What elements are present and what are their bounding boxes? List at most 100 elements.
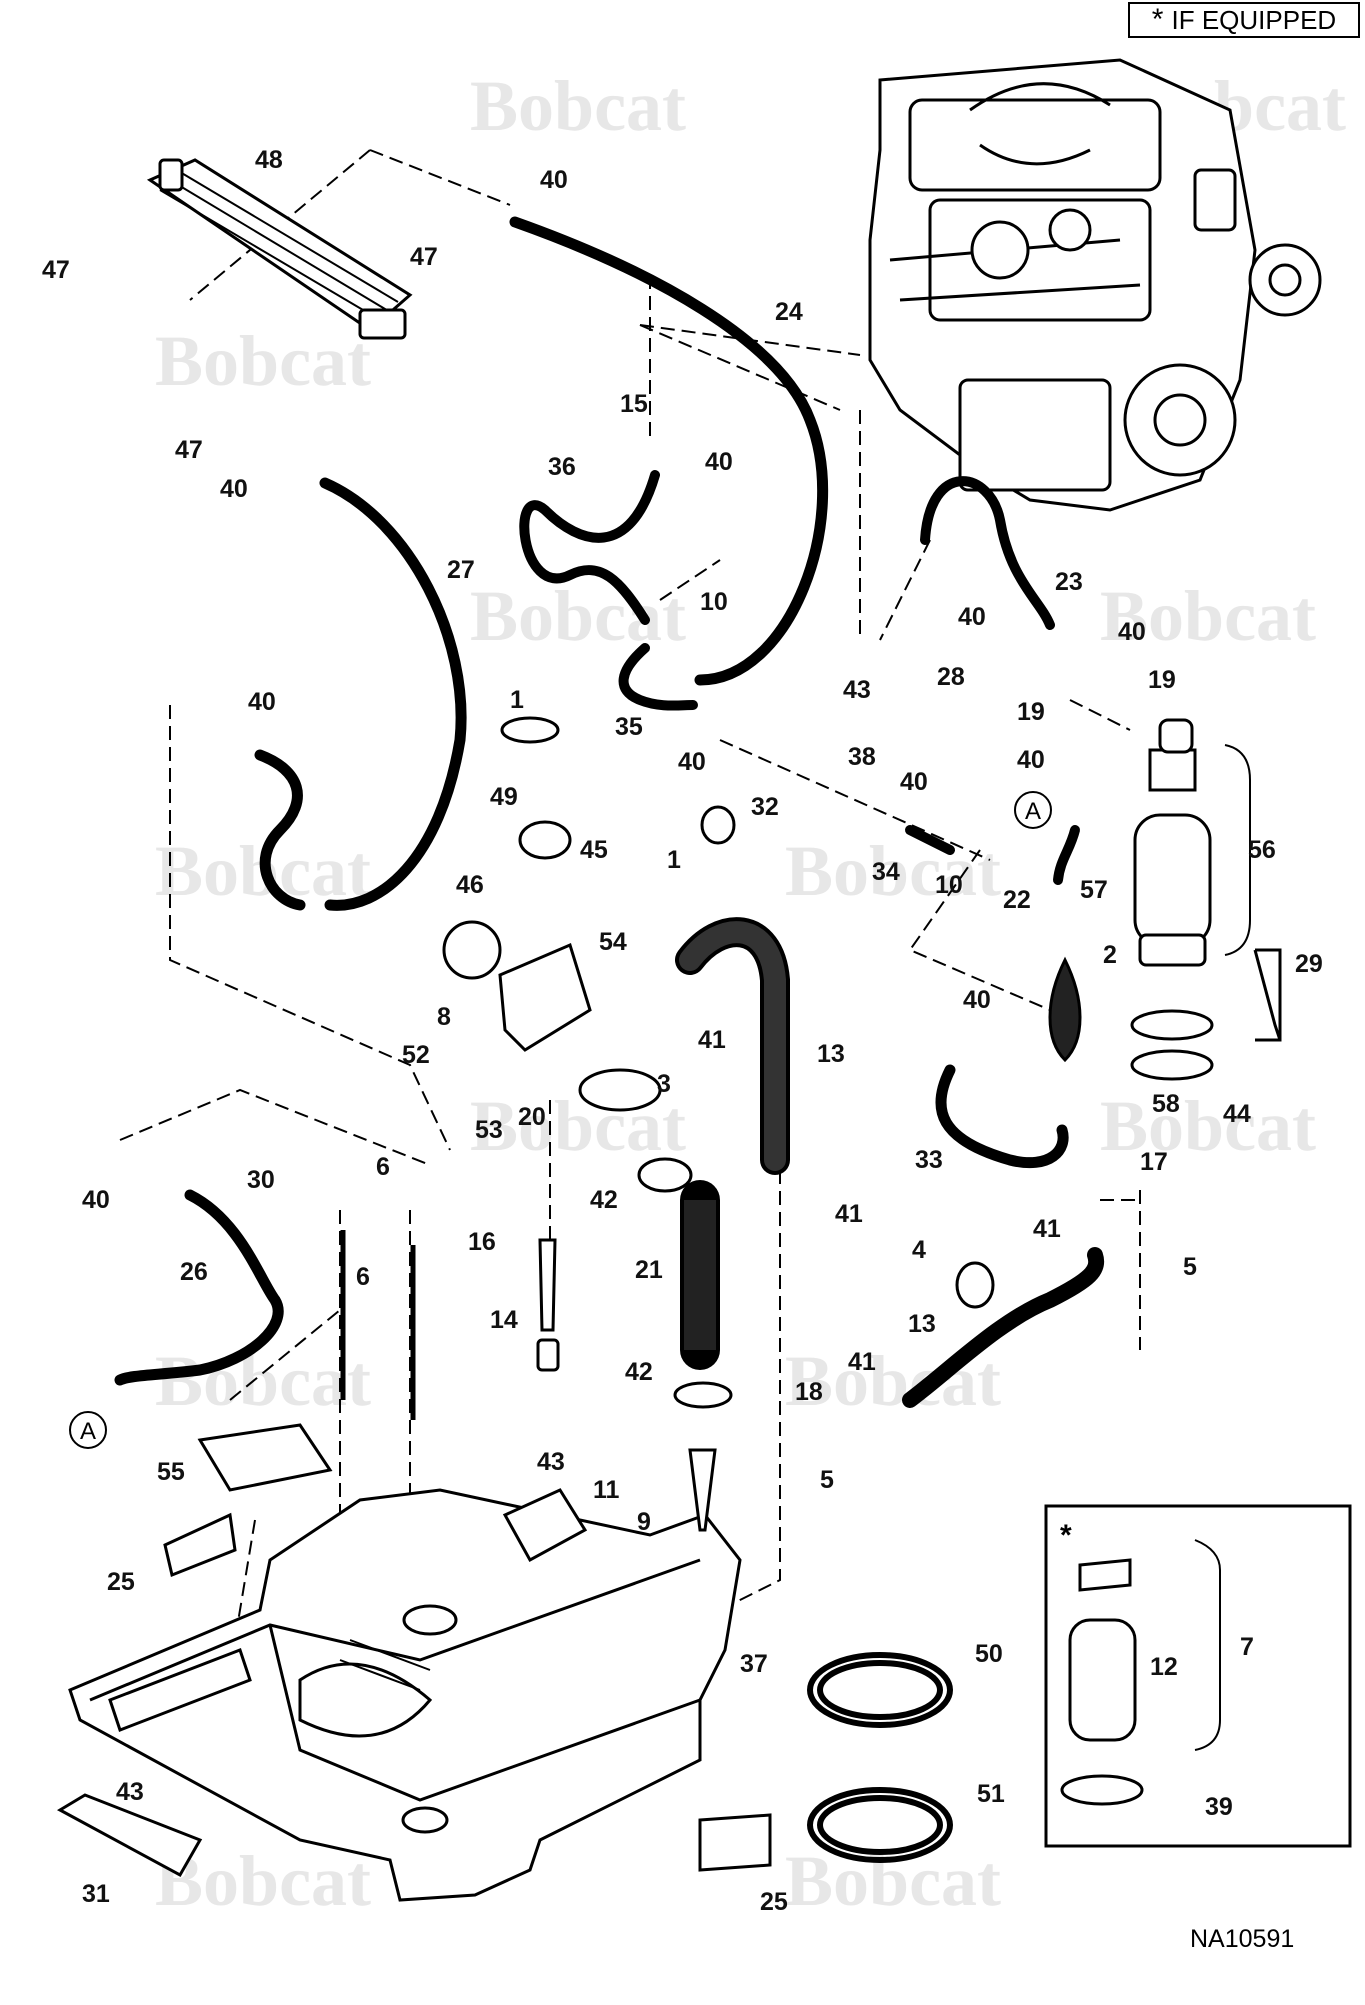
- callout-11: 11: [593, 1476, 620, 1504]
- block-25-upper: [163, 1512, 237, 1578]
- if-equipped-legend: *IF EQUIPPED: [1128, 2, 1360, 38]
- callout-8: 8: [437, 1003, 451, 1031]
- callout-5: 5: [820, 1466, 834, 1494]
- callout-15: 15: [620, 390, 648, 418]
- callout-42: 42: [590, 1186, 618, 1214]
- callout-5: 5: [1183, 1253, 1197, 1281]
- fitting-14-end: [536, 1338, 560, 1372]
- fuel-filter-assembly: [1130, 718, 1282, 1081]
- reference-marker-a-upper: A: [1014, 791, 1052, 829]
- legend-text: IF EQUIPPED: [1171, 5, 1337, 35]
- callout-1: 1: [667, 846, 681, 874]
- coiled-hoses: [807, 1652, 953, 1863]
- callout-40: 40: [958, 603, 986, 631]
- callout-43: 43: [843, 676, 871, 704]
- callout-40: 40: [1118, 618, 1146, 646]
- callout-4: 4: [912, 1236, 926, 1264]
- callout-21: 21: [635, 1256, 663, 1284]
- callout-48: 48: [255, 146, 283, 174]
- callout-47: 47: [42, 256, 70, 284]
- watermark-text: Bobcat: [155, 1341, 371, 1421]
- watermarks: Bobcat Bobcat Bobcat Bobcat Bobcat Bobca…: [155, 66, 1346, 1921]
- hose-13-lower: [902, 1247, 1105, 1408]
- cooler-part-48: [146, 158, 413, 340]
- callout-54: 54: [599, 928, 627, 956]
- callout-33: 33: [915, 1146, 943, 1174]
- callout-39: 39: [1205, 1793, 1233, 1821]
- callout-25: 25: [107, 1568, 135, 1596]
- callout-40: 40: [248, 688, 276, 716]
- hose-34: [905, 825, 955, 855]
- callout-31: 31: [82, 1880, 110, 1908]
- callout-19: 19: [1148, 666, 1176, 694]
- callout-9: 9: [637, 1508, 651, 1536]
- callout-1: 1: [510, 686, 524, 714]
- callout-40: 40: [678, 748, 706, 776]
- coil-50: [807, 1652, 953, 1728]
- callout-46: 46: [456, 871, 484, 899]
- callout-10: 10: [935, 871, 963, 899]
- optional-filter-inset: *: [1044, 1504, 1352, 1848]
- hose-23: [920, 476, 1055, 630]
- clamp-4: [955, 1261, 995, 1309]
- callout-34: 34: [872, 858, 900, 886]
- fuel-tank-part-37: [68, 1488, 742, 1902]
- rods: [340, 1230, 416, 1420]
- callout-41: 41: [835, 1200, 863, 1228]
- tube-9: [688, 1448, 717, 1532]
- marker-a-label: A: [80, 1418, 96, 1445]
- callout-40: 40: [82, 1186, 110, 1214]
- watermark-text: Bobcat: [1100, 576, 1316, 656]
- callout-40: 40: [220, 475, 248, 503]
- primer-bulb-part-2: [1048, 956, 1082, 1063]
- sender-14: [538, 1238, 557, 1332]
- clamp-1-lower: [700, 805, 736, 845]
- marker-a-label: A: [1025, 798, 1041, 825]
- hose-35: [618, 643, 698, 711]
- watermark-text: Bobcat: [1100, 1086, 1316, 1166]
- brace-56: [1224, 744, 1251, 956]
- cap-46: [442, 920, 502, 980]
- asterisk-icon: *: [1151, 3, 1164, 36]
- callout-57: 57: [1080, 876, 1108, 904]
- callout-40: 40: [1017, 746, 1045, 774]
- callout-56: 56: [1248, 836, 1276, 864]
- callout-43: 43: [537, 1448, 565, 1476]
- plate-31: [56, 1793, 203, 1878]
- watermark-text: Bobcat: [155, 321, 371, 401]
- hose-27: [319, 477, 467, 911]
- callout-3: 3: [657, 1070, 671, 1098]
- callout-24: 24: [775, 298, 803, 326]
- callout-29: 29: [1295, 950, 1323, 978]
- callout-55: 55: [157, 1458, 185, 1486]
- hose-40-left: [254, 749, 306, 911]
- bracket-29: [1253, 949, 1282, 1041]
- callout-52: 52: [402, 1041, 430, 1069]
- callout-20: 20: [518, 1103, 546, 1131]
- drawing-number: NA10591: [1190, 1925, 1295, 1953]
- callout-10: 10: [700, 588, 728, 616]
- callout-40: 40: [963, 986, 991, 1014]
- hose-36: [519, 470, 660, 625]
- clamp-42-upper: [637, 1157, 693, 1193]
- callout-42: 42: [625, 1358, 653, 1386]
- callout-36: 36: [548, 453, 576, 481]
- callout-45: 45: [580, 836, 608, 864]
- hose-24: [509, 216, 829, 686]
- callout-47: 47: [175, 436, 203, 464]
- callout-7: 7: [1240, 1633, 1254, 1661]
- inset-if-equipped-symbol: *: [1060, 1519, 1072, 1552]
- coil-51: [807, 1787, 953, 1863]
- callout-41: 41: [1033, 1215, 1061, 1243]
- callout-30: 30: [247, 1166, 275, 1194]
- plate-55: [197, 1423, 333, 1492]
- cap-45: [518, 820, 572, 860]
- callout-19: 19: [1017, 698, 1045, 726]
- callout-2: 2: [1103, 941, 1117, 969]
- callout-37: 37: [740, 1650, 768, 1678]
- watermark-text: Bobcat: [470, 576, 686, 656]
- watermark-text: Bobcat: [470, 66, 686, 146]
- callout-40: 40: [540, 166, 568, 194]
